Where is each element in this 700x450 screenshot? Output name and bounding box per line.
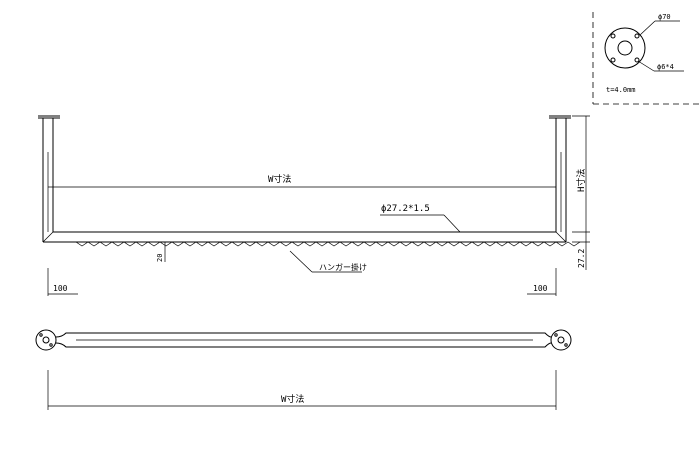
left-plan-bolt [49,343,53,347]
flange-outer-circle [604,27,646,69]
flange-outer-dia-label: ϕ70 [658,13,671,21]
right-plan-bolt [564,343,568,347]
hanger-hooks [75,241,581,247]
right-plan-bolt [554,333,558,337]
flange-thickness-label: t=4.0mm [606,86,636,94]
flange-bolt-hole [610,33,616,39]
front-width-label: W寸法 [268,173,291,185]
left-offset-label: 100 [53,284,68,293]
height-label: H寸法 [575,169,587,192]
rail-left-corner [42,231,54,243]
hanger-label: ハンガー掛け [319,262,367,272]
rail-right-corner [555,231,567,243]
plan-view: W寸法 [35,329,572,410]
pipe-height-label: 27.2 [577,249,586,268]
hole-spec-leader [637,60,655,72]
right-offset-label: 100 [533,284,548,293]
pipe-spec-label: ϕ27.2*1.5 [381,204,430,214]
left-plan-flange-hub [42,336,50,344]
left-plan-flange [35,329,57,351]
flange-detail: ϕ70 ϕ6*4 t=4.0mm [592,12,700,105]
right-plan-flange-hub [557,336,565,344]
flange-bolt-hole [634,33,640,39]
plan-rail-top [55,332,552,338]
plan-rail-bottom [55,342,552,348]
flange-hole-spec-label: ϕ6*4 [657,63,674,71]
hanger-leader [289,250,313,273]
outer-dia-leader [639,20,656,36]
right-plan-flange [550,329,572,351]
flange-bolt-hole [634,57,640,63]
flange-center-hole [617,40,633,56]
pipe-spec-leader [443,214,461,233]
hanger-gap-label: 20 [156,254,164,262]
plan-width-label: W寸法 [281,393,304,405]
flange-bolt-hole [610,57,616,63]
left-plan-bolt [39,333,43,337]
front-view: W寸法 ϕ27.2*1.5 ハンガー掛け 20 H寸法 27.2 100 100 [38,115,590,296]
